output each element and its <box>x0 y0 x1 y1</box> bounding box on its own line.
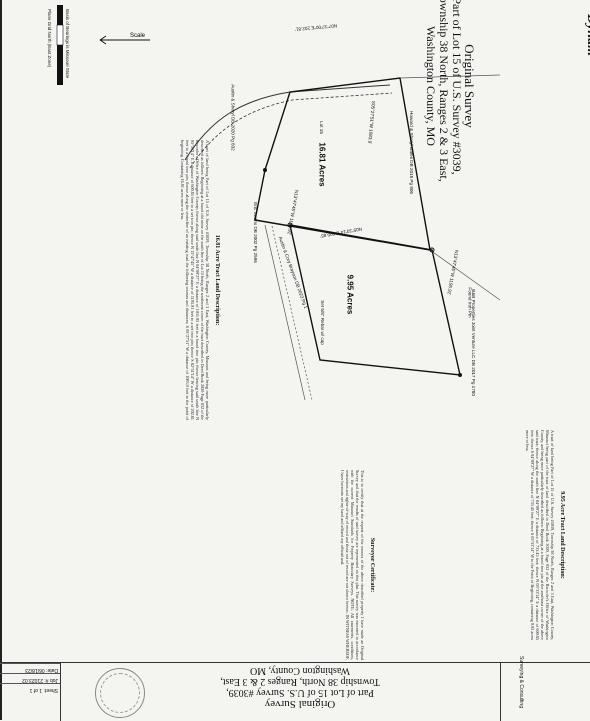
tract-16-81-boundary <box>254 77 431 251</box>
surveyor-seal-inner <box>100 673 140 713</box>
title-block: Date: 06/18/23 Job #: 21023.02 Sheet: 1 … <box>0 656 590 721</box>
tract-a-area: 16.81 Acres <box>317 142 327 187</box>
company-block: Surveying & Consulting <box>500 656 590 721</box>
certificate-heading: Surveyor Certificate: <box>369 537 375 593</box>
easement-line <box>271 225 313 400</box>
road-centerline <box>189 92 393 169</box>
surveyor-seal <box>95 668 145 718</box>
tb-title-2: Part of Lot 15 of U.S. Survey #3039, <box>226 687 374 698</box>
description-16-81-heading: 16.81 Acre Tract Land Description: <box>214 234 220 326</box>
description-9-95-body: A tract of land being Part of Lot 15 of … <box>524 430 555 640</box>
sheet-value: 1 of 1 <box>29 687 43 693</box>
description-16-81-body: A tract of land being Part of Lot 15 of … <box>179 140 210 420</box>
tb-title-4: Washington County, MO <box>250 665 350 676</box>
certificate-body: This is to certify that at the request o… <box>339 470 365 660</box>
company-note: Surveying & Consulting <box>518 656 524 708</box>
neighbor-left: Austin & Sheryl DB 2020 Pg 832 <box>230 84 236 151</box>
scale-label: Scale <box>130 33 146 39</box>
title-block-title: Original Survey Part of Lot 15 of U.S. S… <box>150 665 450 710</box>
tract-b-area: 9.95 Acres <box>345 274 355 315</box>
neighbor-line <box>429 249 501 301</box>
survey-map <box>184 74 501 400</box>
lot-label: Lot 15 <box>318 121 324 134</box>
neighbor-top: Howard & Sheryl Gates DB 2018 Pg 806 <box>409 111 414 194</box>
sheet-cell: Sheet: 1 of 1 <box>0 683 60 693</box>
found-iron-label: Found Iron Pin <box>467 287 473 318</box>
found-pin-icon <box>429 247 435 253</box>
description-9-95-heading: 9.95 Acre Tract Land Description: <box>559 491 565 579</box>
company-logo: Dynam <box>584 14 590 56</box>
sheet-border <box>0 0 2 720</box>
tb-title-1: Original Survey <box>264 698 336 710</box>
description-9-95: 9.95 Acre Tract Land Description: A trac… <box>355 430 565 640</box>
set-pin-icon <box>458 373 462 377</box>
surveyor-certificate: Surveyor Certificate: This is to certify… <box>185 470 375 660</box>
title-block-info: Date: 06/18/23 Job #: 21023.02 Sheet: 1 … <box>0 663 61 721</box>
tb-title-3: Township 38 North, Ranges 2 & 3 East, <box>220 676 380 687</box>
road-edge <box>184 84 391 161</box>
job-cell: Job #: 21023.02 <box>0 673 60 683</box>
description-16-81: 16.81 Acre Tract Land Description: A tra… <box>45 140 325 420</box>
easement-line <box>264 224 306 400</box>
scale-bar: Scale <box>56 5 150 85</box>
north-arrow-icon <box>99 35 150 45</box>
date-cell: Date: 06/18/23 <box>0 663 60 673</box>
found-pin-icon <box>287 222 293 228</box>
set-pin-icon <box>263 168 267 172</box>
neighbor-line <box>399 74 501 79</box>
